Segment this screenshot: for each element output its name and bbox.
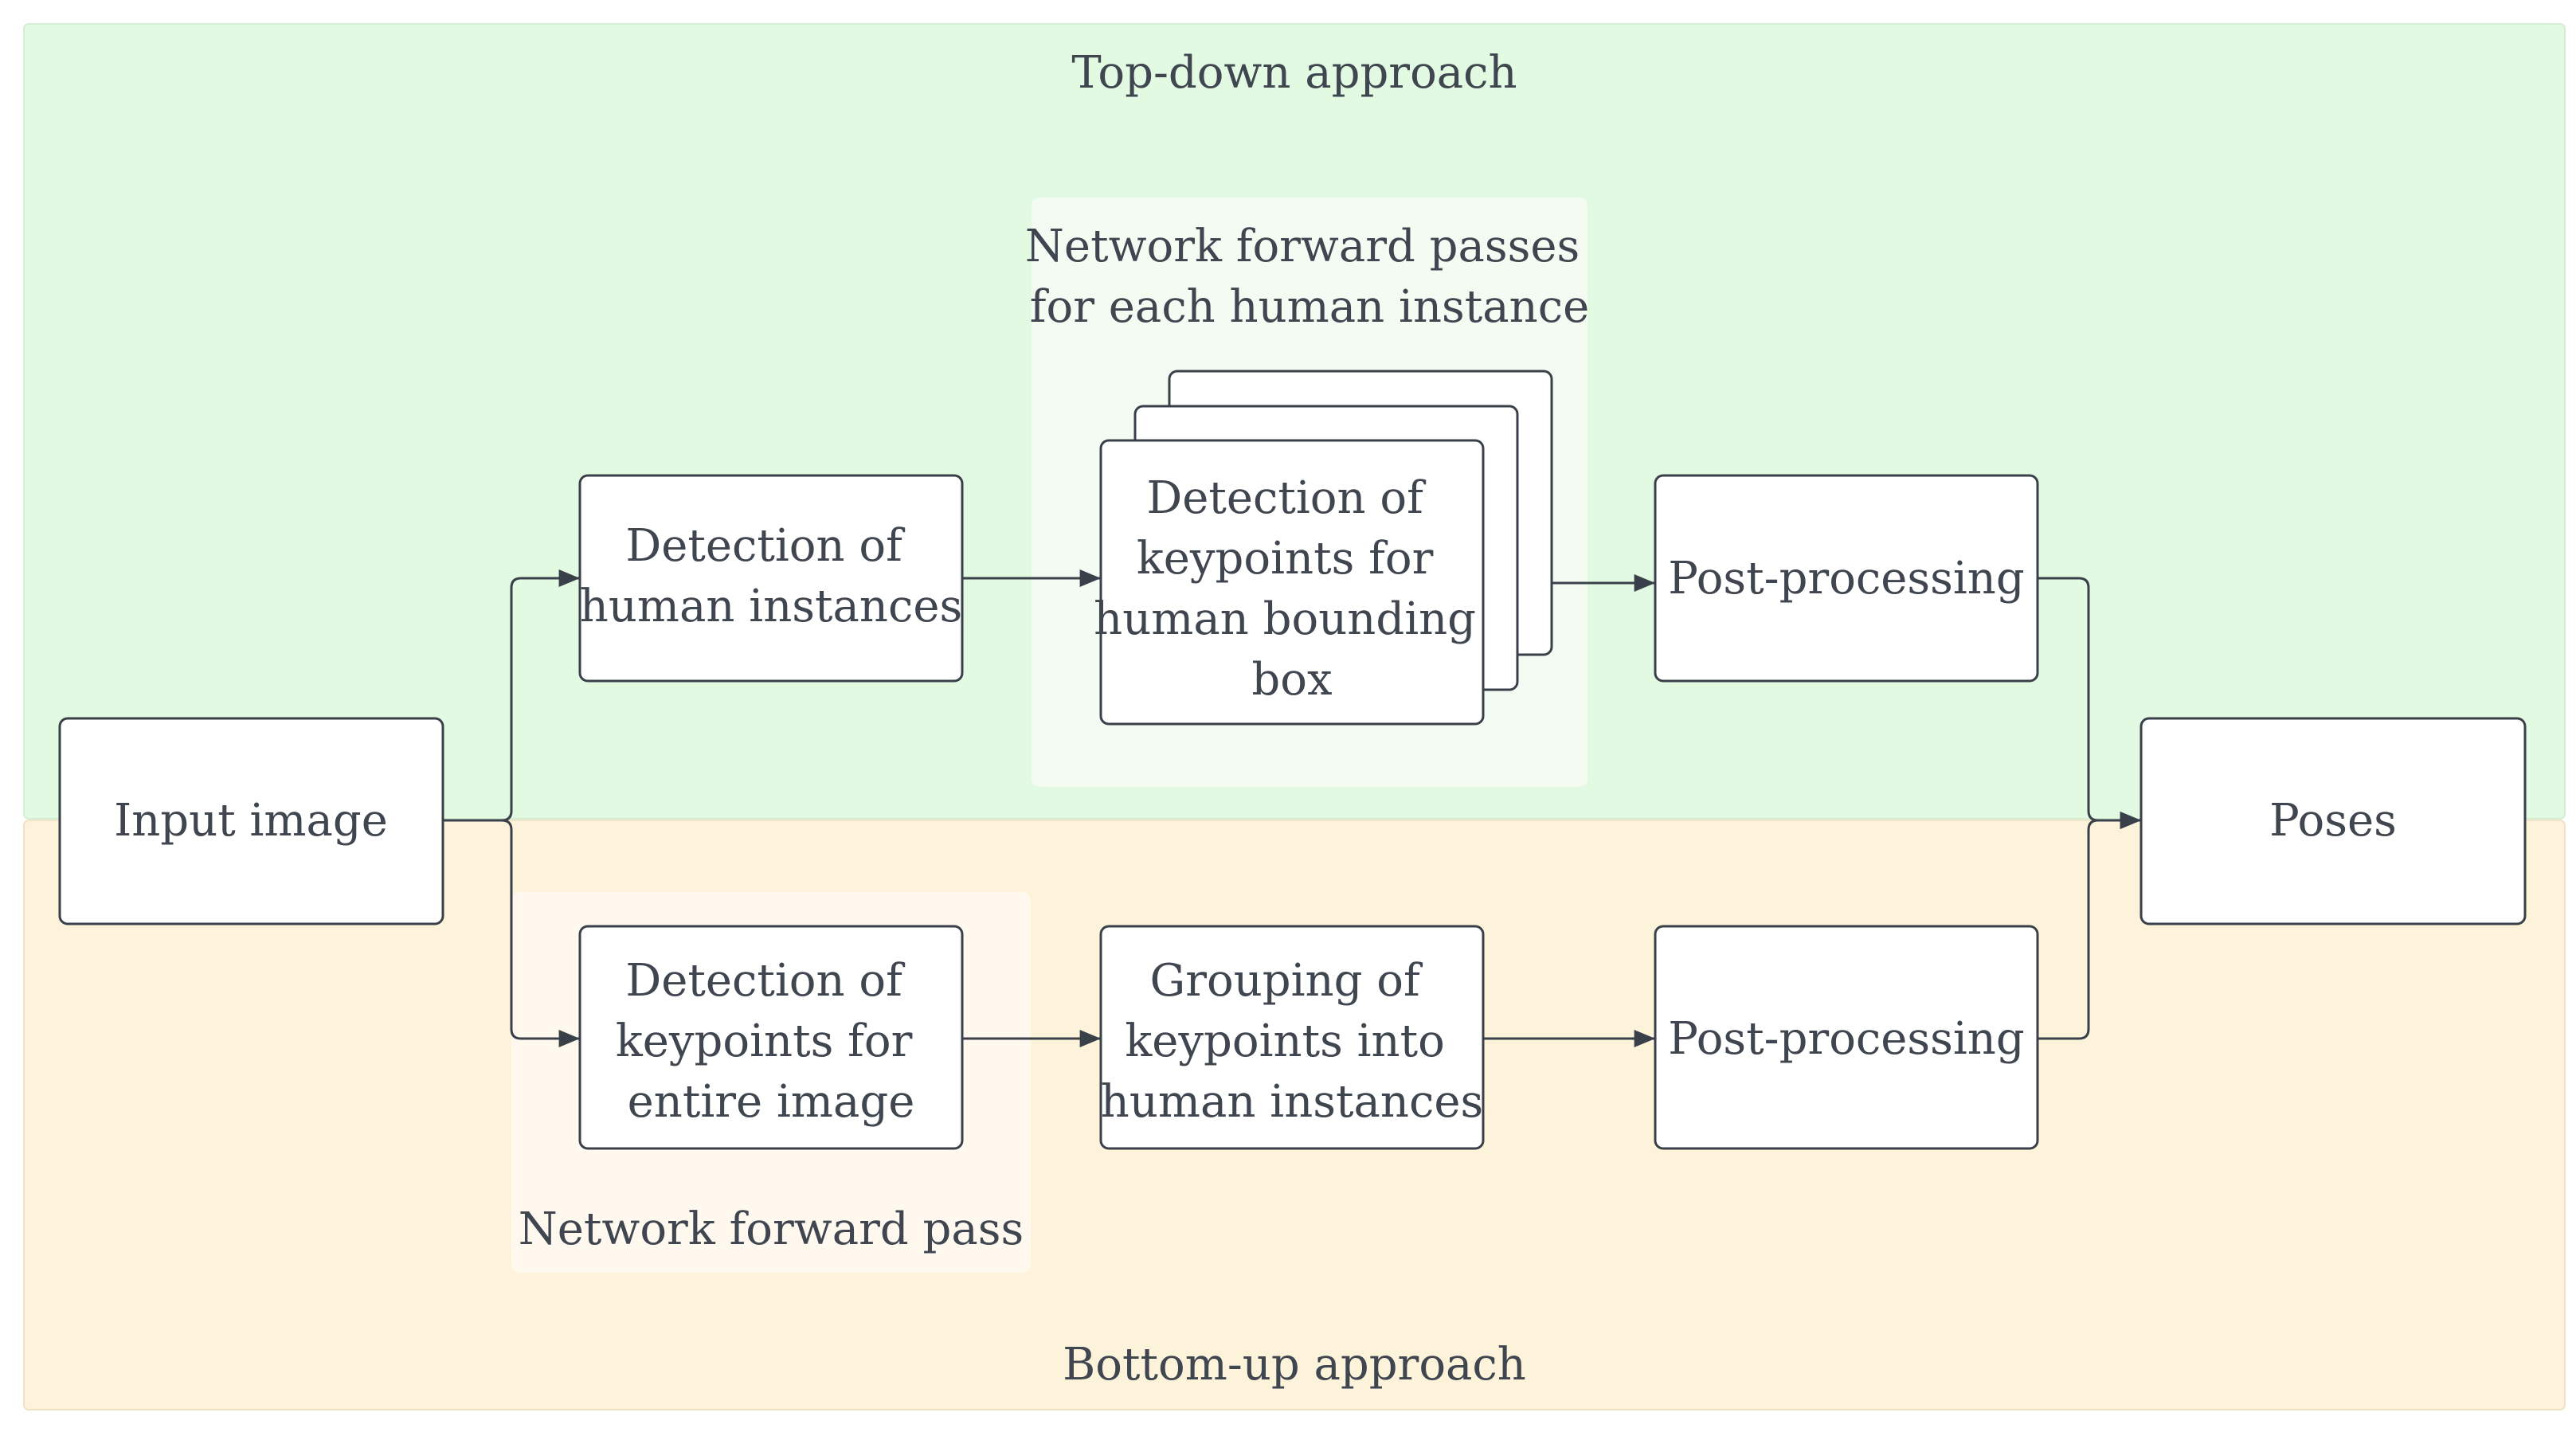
node-poses-label: Poses — [2269, 795, 2397, 847]
node-input-image: Input image — [58, 717, 444, 925]
td-network-title: Network forward passes for each human in… — [1025, 221, 1594, 333]
node-bu-post-processing: Post-processing — [1654, 925, 2039, 1150]
node-poses: Poses — [2139, 717, 2527, 925]
edge-input-to-bu-detect — [443, 819, 580, 1047]
node-bu-detect-keypoints: Detection of keypoints for entire image — [578, 925, 964, 1150]
node-td-detect-keypoints-label: Detection of keypoints for human boundin… — [1094, 472, 1490, 706]
node-bu-detect-keypoints-label: Detection of keypoints for entire image — [616, 955, 926, 1128]
node-bu-post-processing-label: Post-processing — [1668, 1013, 2024, 1065]
edge-bu-post-to-poses — [2038, 812, 2142, 1040]
node-td-detect-humans: Detection of human instances — [578, 474, 964, 683]
bottom-up-title: Bottom-up approach — [1063, 1339, 1526, 1391]
node-td-post-processing: Post-processing — [1654, 474, 2039, 683]
node-td-detect-humans-label: Detection of human instances — [580, 520, 962, 632]
node-td-post-processing-label: Post-processing — [1668, 553, 2024, 605]
node-bu-grouping: Grouping of keypoints into human instanc… — [1099, 925, 1485, 1150]
node-bu-grouping-label: Grouping of keypoints into human instanc… — [1101, 955, 1483, 1128]
node-input-image-label: Input image — [114, 795, 388, 847]
top-down-title: Top-down approach — [1071, 47, 1517, 99]
edges — [443, 569, 2142, 1047]
bu-network-title: Network forward pass — [519, 1203, 1024, 1255]
stack-front-card — [1099, 439, 1485, 726]
node-td-detect-keypoints-stack: Detection of keypoints for human boundin… — [1094, 370, 1553, 726]
